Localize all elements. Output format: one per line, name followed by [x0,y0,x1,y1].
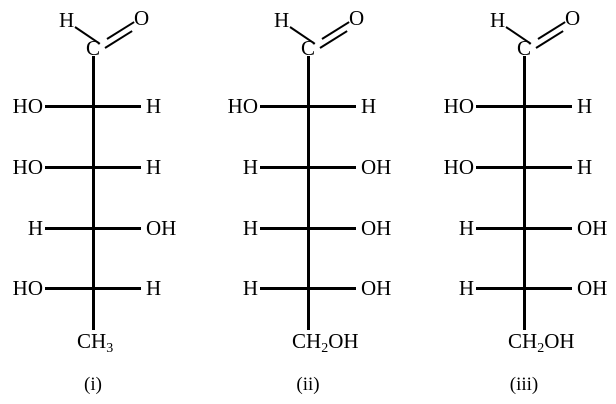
substituent-left-row1-ii: HO [227,94,258,118]
carbonyl-carbon-label-ii: C [301,36,316,60]
aldehyde-hydrogen-label-ii: H [274,8,290,32]
substituent-right-row2-i: H [146,155,162,179]
bond-left-row2-iii [476,166,524,169]
bond-left-row1-ii [260,105,308,108]
carbonyl-oxygen-label-iii: O [565,6,581,30]
bond-right-row2-iii [524,166,572,169]
substituent-left-row1-i: HO [12,94,43,118]
substituent-left-row2-i: HO [12,155,43,179]
terminal-group-text-i: CH [77,329,107,353]
bond-right-row3-iii [524,227,572,230]
bond-right-row1-ii [308,105,356,108]
bond-right-row4-i [93,287,141,290]
caption-iii: (iii) [509,374,539,395]
substituent-right-row1-i: H [146,94,162,118]
caption-i: (i) [84,374,102,395]
bond-right-row1-i [93,105,141,108]
bond-right-row4-iii [524,287,572,290]
backbone-spine-i [92,56,95,330]
substituent-left-row1-iii: HO [443,94,474,118]
substituent-left-row4-i: HO [12,276,43,300]
carbonyl-oxygen-label-ii: O [349,6,365,30]
structure-iii: H C O HO H HO H H OH H OH CH2OH (iii) [431,0,616,404]
substituent-left-row4-iii: H [458,276,474,300]
bond-left-row3-i [45,227,93,230]
bond-left-row4-i [45,287,93,290]
terminal-group-tail-iii: OH [544,329,575,353]
carbonyl-oxygen-label-i: O [134,6,150,30]
substituent-right-row2-ii: OH [361,155,392,179]
substituent-left-row3-ii: H [242,216,258,240]
substituent-right-row2-iii: H [577,155,593,179]
bond-left-row1-i [45,105,93,108]
bond-left-row1-iii [476,105,524,108]
terminal-group-text-ii: CH [292,329,322,353]
aldehyde-hydrogen-label-iii: H [490,8,506,32]
substituent-right-row3-ii: OH [361,216,392,240]
terminal-group-text-iii: CH [508,329,538,353]
substituent-right-row1-ii: H [361,94,377,118]
bond-left-row3-iii [476,227,524,230]
bond-right-row3-ii [308,227,356,230]
substituent-left-row3-i: H [27,216,43,240]
structure-ii: H C O HO H H OH H OH H OH CH2OH (ii) [215,0,415,404]
terminal-group-iii: CH2OH [508,329,575,356]
bond-left-row2-ii [260,166,308,169]
terminal-group-tail-ii: OH [328,329,359,353]
substituent-right-row4-iii: OH [577,276,608,300]
aldehyde-hydrogen-label-i: H [59,8,75,32]
caption-ii: (ii) [296,374,320,395]
substituent-right-row4-i: H [146,276,162,300]
backbone-spine-iii [523,56,526,330]
bond-left-row4-iii [476,287,524,290]
bond-right-row2-ii [308,166,356,169]
substituent-left-row4-ii: H [242,276,258,300]
bond-right-row1-iii [524,105,572,108]
bond-left-row3-ii [260,227,308,230]
carbonyl-carbon-label-iii: C [517,36,532,60]
terminal-group-subscript-ii: 2 [321,341,329,356]
carbonyl-double-bond-lower-i [104,30,133,49]
bond-right-row3-i [93,227,141,230]
terminal-group-subscript-iii: 2 [537,341,545,356]
substituent-left-row2-iii: HO [443,155,474,179]
substituent-right-row4-ii: OH [361,276,392,300]
bond-left-row4-ii [260,287,308,290]
substituent-right-row3-iii: OH [577,216,608,240]
substituent-left-row3-iii: H [458,216,474,240]
bond-left-row2-i [45,166,93,169]
terminal-group-ii: CH2OH [292,329,359,356]
terminal-group-subscript-i: 3 [106,341,114,356]
substituent-right-row1-iii: H [577,94,593,118]
substituent-left-row2-ii: H [242,155,258,179]
backbone-spine-ii [307,56,310,330]
carbonyl-double-bond-lower-ii [319,30,348,49]
carbonyl-double-bond-lower-iii [535,30,564,49]
terminal-group-i: CH3 [77,329,113,356]
substituent-right-row3-i: OH [146,216,177,240]
bond-right-row4-ii [308,287,356,290]
carbonyl-carbon-label-i: C [86,36,101,60]
bond-right-row2-i [93,166,141,169]
structure-i: H C O HO H HO H H OH HO H CH3 [0,0,210,404]
